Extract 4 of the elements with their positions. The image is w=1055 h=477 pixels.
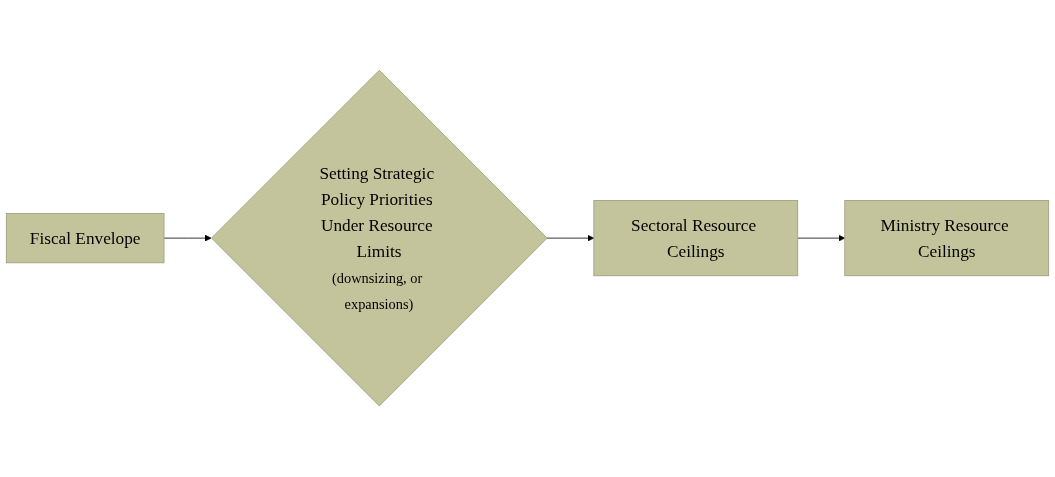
node-box: Fiscal Envelope <box>5 213 165 264</box>
node-box: Ministry Resource Ceilings <box>844 200 1050 277</box>
node-diamond: Setting Strategic Policy Priorities Under Resource Limits (downsizing, or expansions) <box>211 70 548 407</box>
node-box: Sectoral Resource Ceilings <box>593 200 799 277</box>
